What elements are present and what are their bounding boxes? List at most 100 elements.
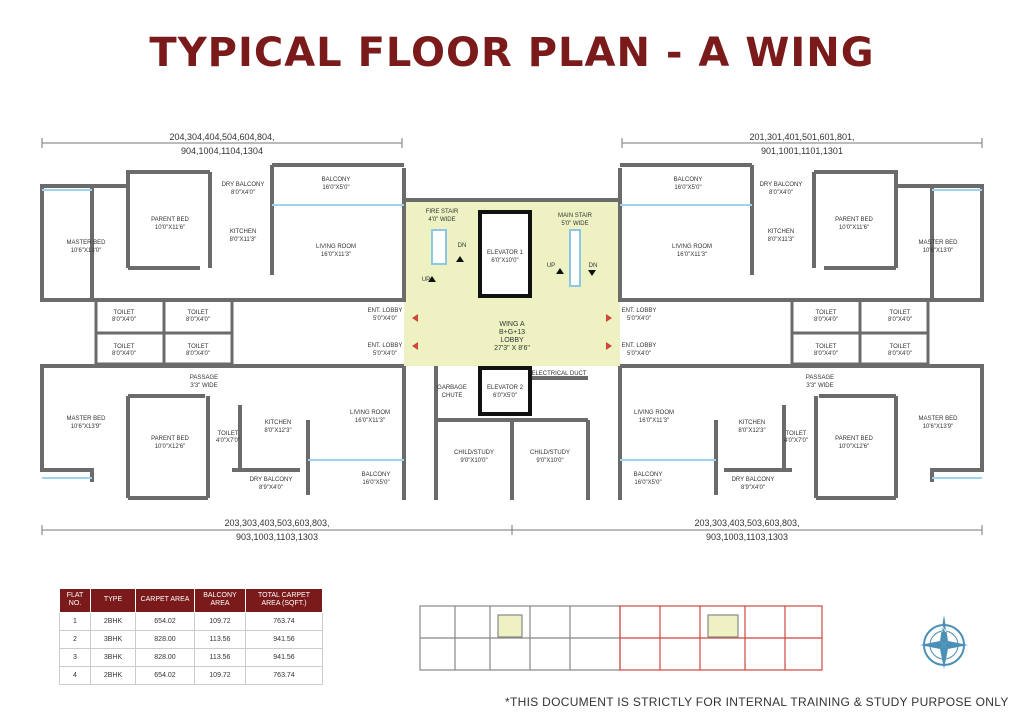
label-child-study-l: CHILD/STUDY — [454, 450, 494, 456]
room-label: 8'0"X4'0" — [814, 317, 838, 323]
room-label: TOILET — [786, 431, 807, 437]
compass-icon: N — [920, 615, 968, 669]
room-label: 8'0"X11'3" — [230, 237, 257, 243]
label-living-room-tl: LIVING ROOM — [316, 244, 356, 250]
room-label: TOILET — [114, 344, 135, 350]
table-cell: 1 — [59, 611, 91, 631]
room-label: TOILET — [816, 344, 837, 350]
room-label: 8'0"X4'0" — [186, 351, 210, 357]
label-kitchen-br: KITCHEN — [739, 420, 765, 426]
table-cell: 3BHK — [90, 647, 136, 667]
area-table: FLAT NO. TYPE CARPET AREA BALCONY AREA T… — [59, 588, 323, 685]
col-carpet-area: CARPET AREA — [135, 588, 195, 613]
room-label: 8'0"X4'0" — [112, 351, 136, 357]
table-cell: 4 — [59, 665, 91, 685]
room-label: 16'0"X11'3" — [355, 418, 385, 424]
label-ent-lobby-l2: ENT. LOBBY — [368, 343, 403, 349]
label-master-bed-br: MASTER BED — [918, 416, 958, 422]
label-garbage: GARBAGE — [437, 385, 467, 391]
room-label: 4'0"X7'0" — [216, 438, 240, 444]
label-parent-bed-tr: PARENT BED — [835, 217, 873, 223]
lobby-arrows — [412, 256, 612, 350]
table-cell: 113.56 — [194, 647, 246, 667]
label-dry-balcony-br: DRY BALCONY — [732, 477, 775, 483]
room-label: TOILET — [890, 310, 911, 316]
dim-bottom-right-2: 903,1003,1103,1303 — [706, 532, 788, 542]
table-cell: 109.72 — [194, 611, 246, 631]
glazing — [42, 189, 982, 479]
room-label: 10'6"X13'0" — [923, 248, 954, 254]
label-electrical-duct: ELECTRICAL DUCT — [531, 371, 586, 377]
room-label: 16'0"X11'3" — [677, 252, 707, 258]
label-main-stair: MAIN STAIR — [558, 213, 593, 219]
table-cell: 113.56 — [194, 629, 246, 649]
label-dry-balcony-bl: DRY BALCONY — [250, 477, 293, 483]
label-child-study-r: CHILD/STUDY — [530, 450, 570, 456]
room-label: 10'6"X13'9" — [923, 424, 954, 430]
dimension-lines — [41, 138, 983, 535]
room-label: 5'0"X4'0" — [627, 316, 651, 322]
room-label: 5'0"X4'0" — [373, 351, 397, 357]
room-label: 9'0"X10'0" — [460, 458, 487, 464]
label-master-bed-bl: MASTER BED — [66, 416, 106, 422]
disclaimer-note: *THIS DOCUMENT IS STRICTLY FOR INTERNAL … — [505, 695, 1009, 709]
room-label: 8'0"X4'0" — [888, 351, 912, 357]
label-balcony-tl: BALCONY — [322, 177, 351, 183]
compass-north: N — [941, 625, 947, 634]
core-area — [404, 200, 620, 416]
room-label: TOILET — [218, 431, 239, 437]
label-kitchen-bl: KITCHEN — [265, 420, 291, 426]
dim-top-left-1: 204,304,404,504,604,804, — [169, 132, 274, 142]
room-label: 10'0"X11'6" — [155, 225, 185, 231]
room-label: TOILET — [890, 344, 911, 350]
room-label: 8'0"X4'0" — [769, 190, 793, 196]
room-label: 10'0"X12'6" — [155, 444, 186, 450]
label-kitchen-tr: KITCHEN — [768, 229, 794, 235]
table-cell: 3BHK — [90, 629, 136, 649]
table-cell: 3 — [59, 647, 91, 667]
label-living-room-tr: LIVING ROOM — [672, 244, 712, 250]
room-label: 16'0"X11'3" — [639, 418, 669, 424]
room-label: 8'9"X4'0" — [259, 485, 283, 491]
label-master-bed-tr: MASTER BED — [918, 240, 958, 246]
label-parent-bed-bl: PARENT BED — [151, 436, 189, 442]
room-label: 8'0"X4'0" — [186, 317, 210, 323]
room-label: 9'0"X10'0" — [536, 458, 563, 464]
col-type: TYPE — [90, 588, 136, 613]
room-label: 5'0" WIDE — [561, 221, 588, 227]
room-label: 10'0"X12'6" — [839, 444, 870, 450]
room-label: 6'0"X5'0" — [493, 393, 517, 399]
table-cell: 941.56 — [245, 629, 323, 649]
table-cell: 828.00 — [135, 647, 195, 667]
room-label: 6'0"X10'0" — [491, 258, 518, 264]
table-cell: 763.74 — [245, 611, 323, 631]
label-wing: WING A — [499, 321, 525, 328]
table-cell: 828.00 — [135, 629, 195, 649]
room-label: 3'3" WIDE — [806, 383, 833, 389]
room-label: 8'0"X4'0" — [112, 317, 136, 323]
col-total-area: TOTAL CARPET AREA (SQFT.) — [245, 588, 323, 613]
table-cell: 2BHK — [90, 611, 136, 631]
room-label: 8'0"X4'0" — [814, 351, 838, 357]
room-label: CHUTE — [442, 393, 463, 399]
dim-top-right-1: 201,301,401,501,601,801, — [749, 132, 854, 142]
table-cell: 2BHK — [90, 665, 136, 685]
key-plan — [419, 605, 823, 671]
label-living-room-bl: LIVING ROOM — [350, 410, 390, 416]
room-label: 3'3" WIDE — [190, 383, 217, 389]
room-label: TOILET — [188, 310, 209, 316]
label-parent-bed-tl: PARENT BED — [151, 217, 189, 223]
room-label: 16'0"X5'0" — [634, 480, 661, 486]
label-ent-lobby-r1: ENT. LOBBY — [622, 308, 657, 314]
label-ent-lobby-r2: ENT. LOBBY — [622, 343, 657, 349]
room-label: B+G+13 — [499, 329, 525, 336]
walls — [40, 163, 984, 500]
room-label: 16'0"X11'3" — [321, 252, 351, 258]
table-cell: 2 — [59, 629, 91, 649]
label-master-bed-tl: MASTER BED — [66, 240, 106, 246]
page-title: TYPICAL FLOOR PLAN - A WING — [149, 30, 875, 76]
room-label: 4'0" WIDE — [428, 217, 455, 223]
